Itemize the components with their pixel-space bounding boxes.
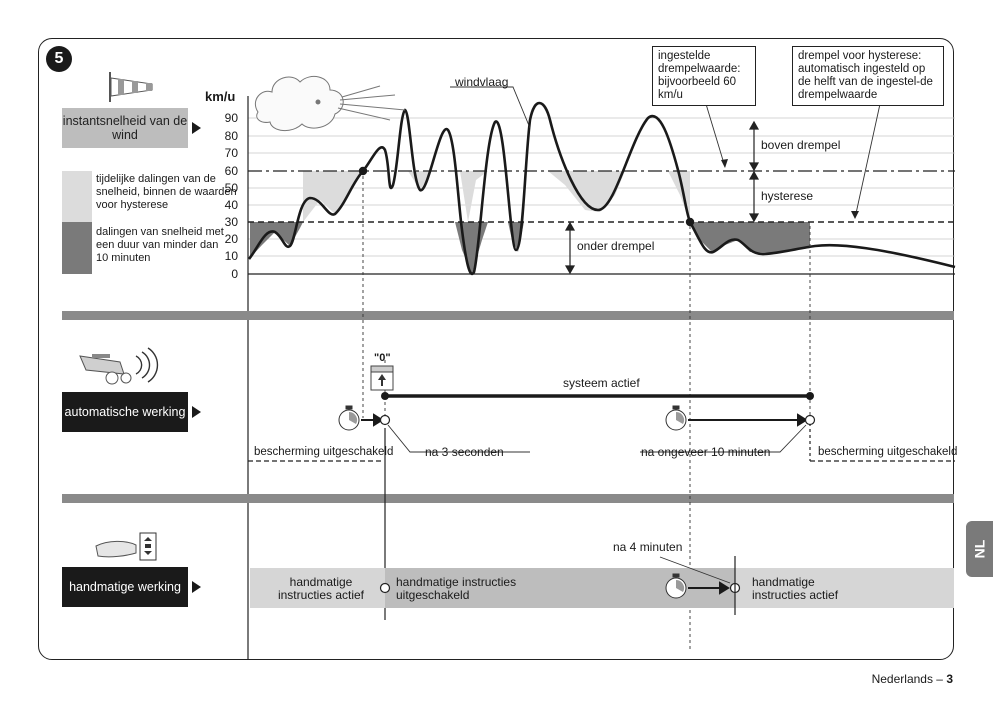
y-tick: 20 <box>224 232 238 246</box>
below-threshold-shading <box>250 222 810 274</box>
bescherming-left-label: bescherming uitgeschakeld <box>254 446 394 458</box>
onder-drempel-arrow <box>564 221 576 275</box>
hysteresis-note-leader <box>854 103 881 219</box>
wind-cloud-icon <box>254 75 406 131</box>
figure-frame <box>38 38 954 660</box>
y-tick: 90 <box>224 111 238 125</box>
pointer-triangle <box>192 406 201 418</box>
manual-mode-label: handmatige werking <box>62 567 188 607</box>
speed-drops-legend: dalingen van snelheid met een duur van m… <box>96 226 224 264</box>
instant-wind-label: instantsnelheid van de wind <box>62 108 188 148</box>
systeem-actief-label: systeem actief <box>563 376 640 390</box>
bescherming-right-label: bescherming uitgeschakeld <box>818 446 958 458</box>
threshold-note-leader <box>705 103 726 168</box>
pointer-triangle <box>192 581 201 593</box>
y-tick: 50 <box>224 181 238 195</box>
boven-drempel-arrow <box>748 120 760 172</box>
sensor-icon <box>79 347 159 385</box>
unit-label: km/u <box>205 89 236 104</box>
legend-swatch-light <box>62 171 92 222</box>
handmatige-uitgeschakeld-label: handmatige instructies uitgeschakeld <box>396 575 517 602</box>
handmatige-actief-left-label: handmatige instructies actief <box>277 575 365 602</box>
na-4-minuten-label: na 4 minuten <box>613 540 683 554</box>
hysterese-label: hysterese <box>759 189 816 203</box>
stopwatch-icon <box>338 405 360 431</box>
threshold-note: ingestelde drempelwaarde: bijvoorbeeld 6… <box>652 46 756 106</box>
stopwatch-icon <box>665 405 687 431</box>
guide-lines <box>362 176 811 650</box>
na-10-minuten-label: na ongeveer 10 minuten <box>641 445 771 459</box>
y-tick: 70 <box>224 146 238 160</box>
hysteresis-shading <box>303 171 690 222</box>
y-tick: 0 <box>231 267 238 281</box>
hysteresis-note: drempel voor hysterese: automatisch inge… <box>792 46 944 106</box>
zero-label: "0" <box>374 352 391 364</box>
automatic-mode-label: automatische werking <box>62 392 188 432</box>
hysterese-arrow <box>748 170 760 223</box>
figure-number-badge: 5 <box>46 46 72 72</box>
threshold-crossing-dot <box>358 166 368 176</box>
windvlaag-leader <box>450 86 531 129</box>
separator-bar-1 <box>62 311 954 320</box>
wind-speed-curve <box>247 101 956 276</box>
na-3-seconden-label: na 3 seconden <box>425 445 504 459</box>
y-tick: 30 <box>224 215 238 229</box>
automatic-timer-arrows <box>361 413 808 427</box>
language-tab: NL <box>966 521 993 577</box>
temporary-drops-legend: tijdelijke dalingen van de snelheid, bin… <box>96 173 237 211</box>
hysteresis-crossing-dot <box>685 217 695 227</box>
stopwatch-icon <box>665 573 687 599</box>
handmatige-actief-right-label: handmatige instructies actief <box>752 575 839 602</box>
y-tick: 40 <box>224 198 238 212</box>
pointer-triangle <box>192 122 201 134</box>
legend-swatch-dark <box>62 222 92 274</box>
grid-lines <box>248 117 955 257</box>
windvlaag-label: windvlaag <box>455 75 509 89</box>
page-footer: Nederlands – 3 <box>871 672 953 686</box>
separator-bar-2 <box>62 494 954 503</box>
y-tick: 10 <box>224 249 238 263</box>
y-tick: 60 <box>224 164 238 178</box>
onder-drempel-label: onder drempel <box>575 239 657 253</box>
windsock-icon <box>109 72 153 102</box>
finger-button-icon <box>95 532 157 561</box>
roller-shutter-icon <box>370 365 394 391</box>
y-tick: 80 <box>224 129 238 143</box>
boven-drempel-label: boven drempel <box>759 138 843 152</box>
